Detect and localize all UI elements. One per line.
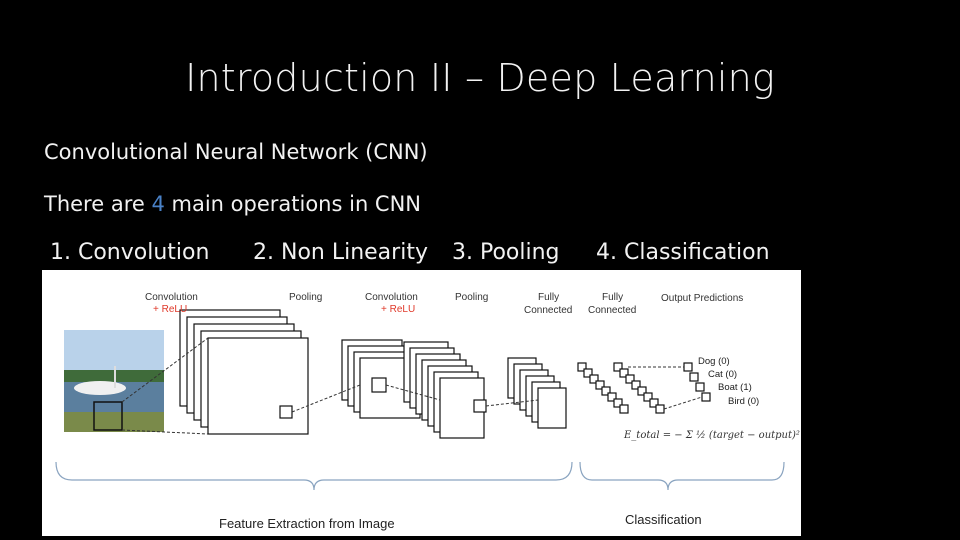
label-pool2: Pooling [455, 292, 488, 303]
label-fc2-b: Connected [588, 305, 636, 316]
operation-convolution: 1. Convolution [50, 240, 210, 265]
conv2-kernel [473, 399, 487, 413]
label-conv1-relu: + ReLU [153, 304, 187, 315]
projection-lines [121, 337, 703, 435]
slide-title: Introduction II – Deep Learning [185, 56, 775, 100]
label-fc1-b: Connected [524, 305, 572, 316]
label-conv1: Convolution [145, 292, 198, 303]
label-conv2-relu: + ReLU [381, 304, 415, 315]
caption-feature-extraction: Feature Extraction from Image [219, 516, 395, 531]
input-photo [64, 330, 164, 432]
pool2-feature-maps [507, 357, 567, 429]
operation-pooling: 3. Pooling [452, 240, 560, 265]
output-neurons [683, 362, 711, 402]
slide-subtitle: Convolutional Neural Network (CNN) [44, 140, 428, 164]
ops-count: 4 [151, 192, 165, 216]
prediction-cat: Cat (0) [708, 369, 737, 380]
label-output: Output Predictions [661, 293, 743, 304]
conv2-feature-maps [403, 341, 485, 439]
prediction-bird: Bird (0) [728, 396, 759, 407]
ops-prefix: There are [44, 192, 152, 216]
caption-classification: Classification [625, 512, 702, 527]
ops-suffix: main operations in CNN [164, 192, 422, 216]
label-fc1-a: Fully [538, 292, 559, 303]
loss-equation: E_total = − Σ ½ (target − output)² [623, 430, 800, 441]
conv1-kernel [279, 405, 293, 419]
operation-classification: 4. Classification [596, 240, 770, 265]
classification-brace [579, 461, 785, 491]
prediction-boat: Boat (1) [718, 382, 752, 393]
fc2-neurons [613, 362, 665, 414]
operations-count-line: There are 4 main operations in CNN [44, 192, 421, 216]
feature-extraction-brace [55, 461, 573, 491]
conv1-feature-maps [179, 309, 309, 435]
fc1-neurons [577, 362, 629, 414]
label-pool1: Pooling [289, 292, 322, 303]
label-fc2-a: Fully [602, 292, 623, 303]
operation-non-linearity: 2. Non Linearity [253, 240, 428, 265]
cnn-diagram: Convolution + ReLU Pooling Convolution +… [42, 270, 801, 536]
label-conv2: Convolution [365, 292, 418, 303]
cnn-diagram-svg: Convolution + ReLU Pooling Convolution +… [55, 292, 800, 531]
prediction-dog: Dog (0) [698, 356, 730, 367]
